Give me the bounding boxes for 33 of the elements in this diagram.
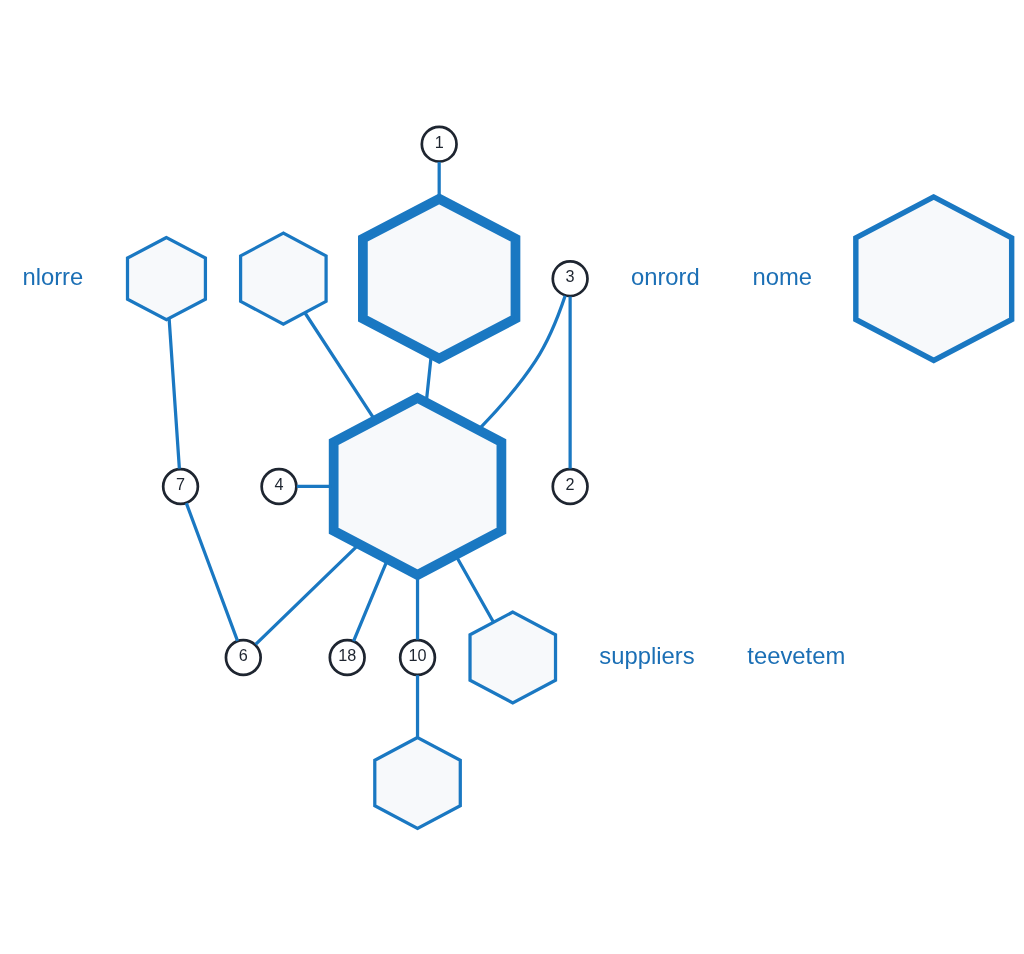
node-hexagon	[357, 192, 520, 364]
connector	[437, 161, 441, 196]
connector	[454, 555, 495, 623]
node-hexagon	[852, 193, 1014, 363]
connector	[568, 296, 572, 469]
node-circle: 1	[419, 124, 458, 163]
node-hexagon	[467, 609, 557, 705]
node-circle: 6	[224, 638, 262, 676]
node-hexagon	[125, 235, 207, 322]
node-hexagon	[372, 735, 462, 830]
connector	[424, 356, 433, 400]
connector	[415, 576, 419, 640]
connector	[184, 502, 239, 641]
connector	[303, 311, 375, 419]
node-circle: 18	[328, 638, 366, 676]
label: nlorre	[21, 262, 83, 290]
node-circle: 4	[259, 467, 298, 505]
label: onrord	[630, 262, 700, 290]
node-circle: 10	[398, 638, 436, 676]
node-circle: 7	[161, 467, 199, 505]
label: teevetem	[746, 641, 845, 669]
connector	[296, 484, 331, 488]
node-circle: 3	[550, 259, 589, 297]
connector	[167, 317, 181, 469]
connector	[254, 544, 358, 646]
node-hexagon	[238, 230, 328, 326]
node-circle: 2	[550, 467, 589, 505]
connector	[415, 674, 419, 737]
label: nome	[751, 262, 812, 290]
node-hexagon	[328, 391, 506, 580]
connector	[351, 560, 388, 642]
connector	[478, 294, 567, 429]
label: suppliers	[598, 641, 695, 669]
